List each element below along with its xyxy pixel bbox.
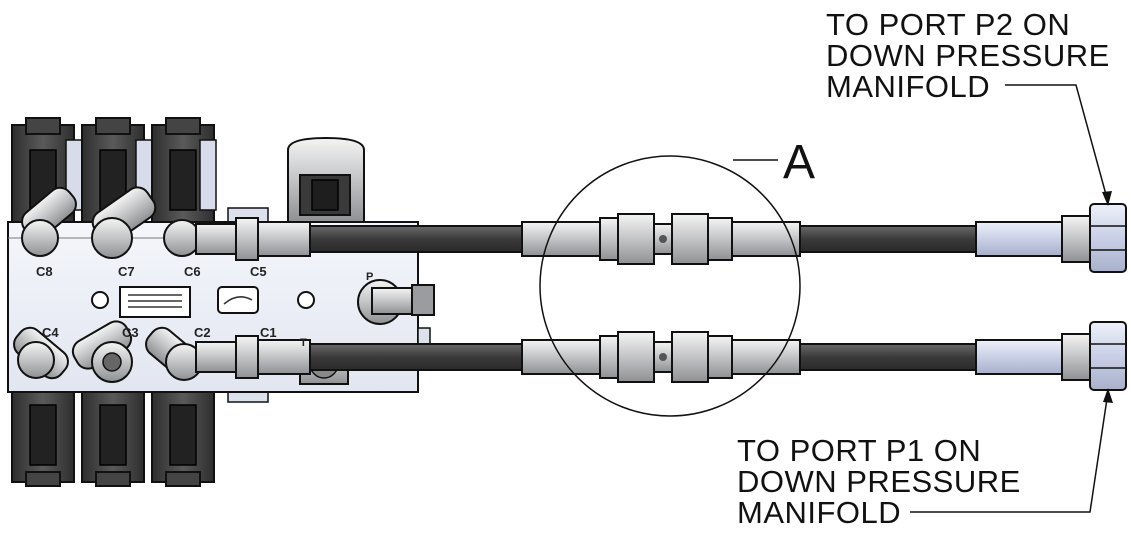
port-label-p: P [366,271,373,283]
callout-port-p1: TO PORT P1 ON DOWN PRESSURE MANIFOLD [737,435,1021,528]
port-label-c4: C4 [42,325,59,340]
port-label-c8: C8 [36,264,53,279]
callout-bottom-line2: DOWN PRESSURE [737,464,1021,499]
detail-label-a: A [783,136,816,189]
port-label-c3: C3 [122,325,139,340]
elbow-fittings-lower [13,320,203,383]
detail-circle-a [539,155,801,417]
callout-bottom-line3: MANIFOLD [737,495,902,530]
port-label-c6: C6 [184,264,201,279]
top-cartridge-valve [227,136,365,223]
port-label-c7: C7 [118,264,135,279]
callout-top-line1: TO PORT P2 ON [826,7,1071,42]
leader-line-top [1005,84,1112,206]
callout-port-p2: TO PORT P2 ON DOWN PRESSURE MANIFOLD [826,9,1110,102]
port-label-c1: C1 [260,325,277,340]
leader-line-bottom [910,388,1113,513]
callout-top-line2: DOWN PRESSURE [826,38,1110,73]
port-label-t: T [300,337,307,349]
elbow-fittings-upper [21,186,201,259]
callout-bottom-line1: TO PORT P1 ON [737,433,982,468]
hose-assembly-lower [195,321,1127,391]
callout-top-line3: MANIFOLD [826,69,991,104]
solenoid-coils-bottom [11,391,269,487]
port-label-c2: C2 [194,325,211,340]
port-label-c5: C5 [250,264,267,279]
hose-assembly-upper [195,203,1127,273]
